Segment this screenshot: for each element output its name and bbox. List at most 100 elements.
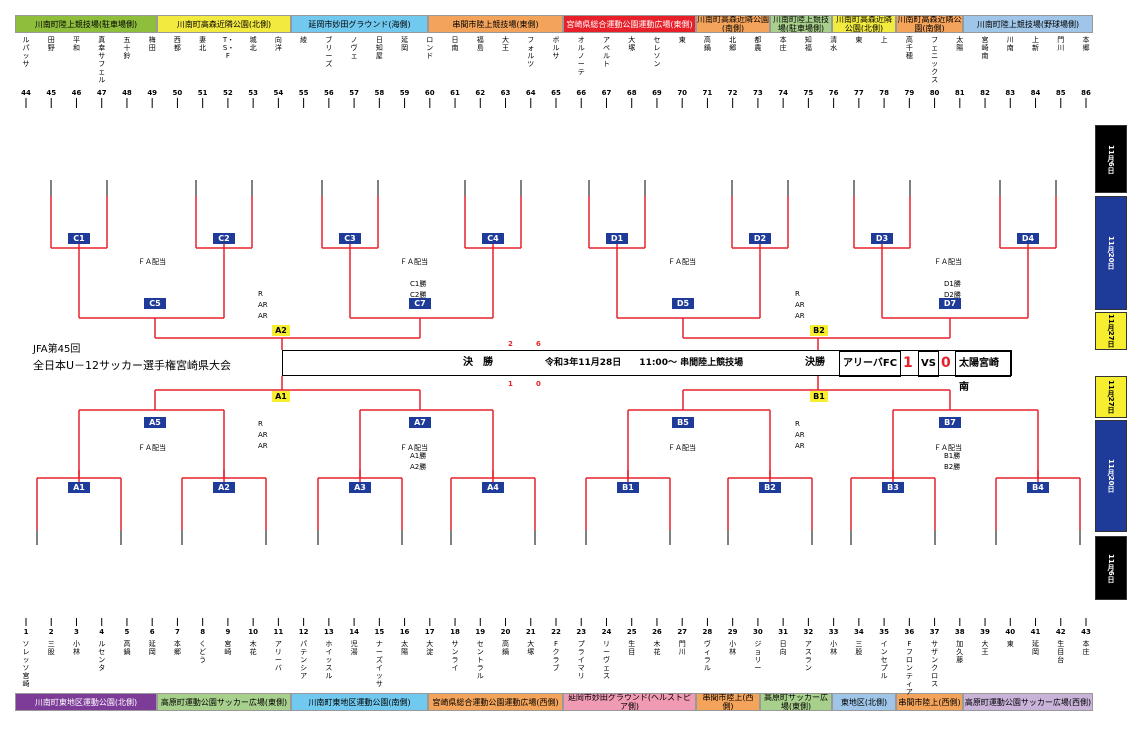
bottom-number: 16 <box>399 628 410 636</box>
referee-role: AR <box>795 431 805 439</box>
match-label-bottom: B5 <box>672 417 694 428</box>
referee-allocation: ＦＡ配当 <box>400 444 428 452</box>
match-label-bottom: A4 <box>482 482 504 493</box>
bottom-number: 24 <box>601 628 612 636</box>
date-sidebar-segment: 11月6日 <box>1095 536 1127 600</box>
top-number: 56 <box>323 89 334 97</box>
referee-role: AR <box>795 301 805 309</box>
referee-allocation: ＦＡ配当 <box>138 258 166 266</box>
top-number: 66 <box>576 89 587 97</box>
winner-note: B1勝 <box>944 452 961 460</box>
bottom-team-name: 児湯 <box>350 640 358 656</box>
bottom-team-name: アリーバ <box>274 640 282 672</box>
top-number: 82 <box>980 89 990 97</box>
top-number: 61 <box>450 89 460 97</box>
venue-bottom-1: 高原町運動公園サッカー広場(東側) <box>157 693 291 711</box>
tournament-title: 全日本U－12サッカー選手権宮崎県大会 <box>33 359 232 372</box>
match-label-top: C4 <box>482 233 504 244</box>
bottom-team-name: パテンシア <box>300 640 308 680</box>
bottom-team-name: 宮崎 <box>224 640 232 656</box>
referee-role: AR <box>795 312 805 320</box>
venue-bottom-2: 川南町東地区運動公園(南側) <box>291 693 428 711</box>
winner-note: C1勝 <box>410 280 427 288</box>
venue-top-3: 串間市陸上競技場(東側) <box>428 15 563 33</box>
bottom-team-name: サンライ <box>451 640 459 672</box>
bottom-number: 23 <box>576 628 587 636</box>
top-team-name: 清水 <box>830 36 838 52</box>
match-label-bottom: B3 <box>882 482 904 493</box>
bottom-team-name: 三股 <box>855 640 863 656</box>
bottom-number: 22 <box>551 628 561 636</box>
final-top-score-a: 2 <box>508 340 513 348</box>
bottom-number: 39 <box>980 628 990 636</box>
venue-top-9: 川南町陸上競技場(野球場側) <box>963 15 1093 33</box>
date-sidebar-segment: 11月27日 <box>1095 376 1127 418</box>
winner-note: A1勝 <box>410 452 427 460</box>
top-team-name: 川南 <box>1006 36 1014 52</box>
top-team-name: 高千穂 <box>905 36 913 60</box>
bottom-number: 19 <box>475 628 486 636</box>
bottom-number: 13 <box>323 628 334 636</box>
top-team-name: 延岡 <box>401 36 409 52</box>
top-team-name: 大塚 <box>628 36 636 52</box>
bottom-number: 34 <box>853 628 864 636</box>
top-team-name: 本庄 <box>779 36 787 52</box>
bottom-team-name: プライマリ <box>577 640 585 680</box>
bottom-team-name: 本郷 <box>173 640 181 656</box>
top-number: 78 <box>879 89 889 97</box>
bottom-team-name: 大淀 <box>426 640 434 656</box>
top-team-name: フォルツ <box>527 36 535 68</box>
venue-bottom-4: 延岡市妙田グラウンド(ヘルストピア側) <box>563 693 696 711</box>
bottom-number: 2 <box>48 628 54 636</box>
bottom-team-name: 木花 <box>249 640 257 656</box>
referee-role: AR <box>258 301 268 309</box>
match-label-top: D5 <box>672 298 694 309</box>
top-team-name: ボルサ <box>552 36 560 60</box>
match-label-top: D3 <box>871 233 893 244</box>
winner-note: B2勝 <box>944 463 961 471</box>
referee-allocation: ＦＡ配当 <box>138 444 166 452</box>
top-team-name: アペルト <box>602 36 610 68</box>
bottom-number: 15 <box>374 628 385 636</box>
bottom-team-name: くどう <box>199 640 207 664</box>
bottom-number: 18 <box>450 628 460 636</box>
bottom-team-name: ルセンタ <box>98 640 106 672</box>
referee-allocation: ＦＡ配当 <box>668 258 696 266</box>
top-number: 63 <box>500 89 511 97</box>
match-label-bottom: B2 <box>759 482 781 493</box>
bottom-number: 25 <box>626 628 637 636</box>
bottom-number: 5 <box>124 628 130 636</box>
bottom-number: 36 <box>904 628 915 636</box>
final-vs: VS <box>918 351 939 377</box>
top-number: 64 <box>525 89 536 97</box>
bottom-number: 27 <box>677 628 688 636</box>
top-number: 47 <box>96 89 107 97</box>
semi-label-a1: A1 <box>272 391 290 402</box>
referee-allocation: ＦＡ配当 <box>668 444 696 452</box>
venue-top-2: 延岡市妙田グラウンド(海側) <box>291 15 428 33</box>
bottom-team-name: リーヴェス <box>602 640 610 680</box>
bottom-number: 9 <box>225 628 231 636</box>
top-team-name: セレソン <box>653 36 661 68</box>
bottom-team-name: 小林 <box>729 640 737 656</box>
top-number: 77 <box>853 89 864 97</box>
top-team-name: ブリーズ <box>325 36 333 68</box>
date-sidebar-segment: 11月20日 <box>1095 196 1127 310</box>
top-number: 44 <box>21 89 31 97</box>
bottom-number: 17 <box>424 628 435 636</box>
bottom-number: 14 <box>349 628 359 636</box>
bottom-team-name: 三股 <box>47 640 55 656</box>
bottom-team-name: ナーズイッサ <box>375 640 383 688</box>
top-number: 57 <box>349 89 359 97</box>
bottom-team-name: ジョリー <box>754 640 762 672</box>
match-label-top: D1 <box>606 233 628 244</box>
bottom-team-name: 生目 <box>628 640 636 656</box>
venue-top-1: 川南町高森近隣公園(北側) <box>157 15 291 33</box>
final-label-left: 決 勝 <box>463 357 493 368</box>
bottom-number: 31 <box>778 628 789 636</box>
date-sidebar-segment: 11月20日 <box>1095 420 1127 532</box>
bottom-number: 33 <box>828 628 839 636</box>
top-number: 58 <box>374 89 385 97</box>
referee-role: AR <box>258 442 268 450</box>
bottom-team-name: インセプル <box>880 640 888 680</box>
